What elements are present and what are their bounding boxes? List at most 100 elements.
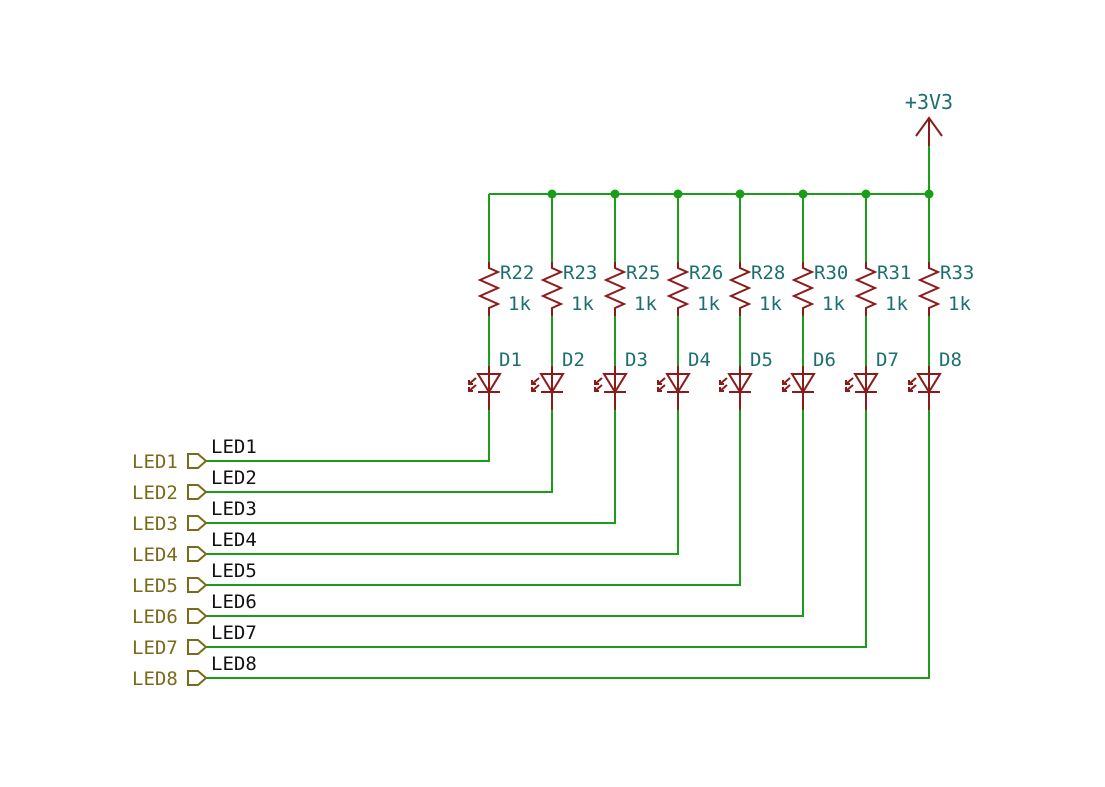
global-label-shape <box>187 639 208 655</box>
wire-led-to-label <box>206 410 741 586</box>
net-label: LED4 <box>211 529 257 551</box>
led-ref: D3 <box>625 349 648 371</box>
led-emission-arrowhead <box>468 380 473 385</box>
led-triangle <box>602 373 628 394</box>
global-label-text: LED7 <box>132 637 178 659</box>
led-emission-arrowhead <box>719 380 724 385</box>
led-emission-arrowhead <box>594 380 599 385</box>
resistor-ref: R31 <box>877 262 911 284</box>
resistor-ref: R23 <box>563 262 597 284</box>
resistor-symbol <box>540 262 564 316</box>
led-emission-arrowhead <box>845 380 850 385</box>
wire-led-to-label <box>206 410 679 555</box>
global-label-text: LED5 <box>132 575 178 597</box>
resistor-value: 1k <box>697 293 720 315</box>
resistor-symbol <box>854 262 878 316</box>
wire-led-to-label <box>206 410 616 524</box>
wire-led-to-label <box>206 410 553 493</box>
net-label: LED5 <box>211 560 257 582</box>
resistor-ref: R26 <box>689 262 723 284</box>
led-ref: D5 <box>750 349 773 371</box>
resistor-ref: R22 <box>500 262 534 284</box>
resistor-ref: R28 <box>751 262 785 284</box>
led-triangle <box>790 373 816 394</box>
resistor-value: 1k <box>571 293 594 315</box>
global-label-text: LED1 <box>132 451 178 473</box>
resistor-value: 1k <box>759 293 782 315</box>
resistor-value: 1k <box>885 293 908 315</box>
global-label-shape <box>187 453 208 469</box>
global-label-text: LED2 <box>132 482 178 504</box>
led-ref: D6 <box>813 349 836 371</box>
led-emission-arrowhead <box>531 387 536 392</box>
wire-led-to-label <box>206 410 804 617</box>
global-label-shape <box>187 577 208 593</box>
led-emission-arrowhead <box>845 387 850 392</box>
resistor-symbol <box>603 262 627 316</box>
led-emission-arrowhead <box>531 380 536 385</box>
global-label-shape <box>187 670 208 686</box>
global-label-shape <box>187 515 208 531</box>
resistor-ref: R33 <box>940 262 974 284</box>
led-ref: D1 <box>499 349 522 371</box>
led-emission-arrowhead <box>657 387 662 392</box>
resistor-symbol <box>728 262 752 316</box>
led-emission-arrowhead <box>782 387 787 392</box>
led-triangle <box>853 373 879 394</box>
wire-led-to-label <box>206 410 930 679</box>
led-ref: D4 <box>688 349 711 371</box>
led-emission-arrowhead <box>657 380 662 385</box>
net-label: LED1 <box>211 436 257 458</box>
led-emission-arrowhead <box>908 387 913 392</box>
global-label-text: LED8 <box>132 668 178 690</box>
resistor-symbol <box>917 262 941 316</box>
net-label: LED2 <box>211 467 257 489</box>
resistor-value: 1k <box>948 293 971 315</box>
global-label-shape <box>187 608 208 624</box>
power-label: +3V3 <box>905 90 953 114</box>
resistor-value: 1k <box>822 293 845 315</box>
led-emission-arrowhead <box>782 380 787 385</box>
global-label-text: LED6 <box>132 606 178 628</box>
resistor-symbol <box>477 262 501 316</box>
resistor-value: 1k <box>508 293 531 315</box>
resistor-symbol <box>666 262 690 316</box>
wire-led-to-label <box>206 410 490 462</box>
led-ref: D8 <box>939 349 962 371</box>
net-label: LED7 <box>211 622 257 644</box>
led-triangle <box>476 373 502 394</box>
led-triangle <box>665 373 691 394</box>
led-emission-arrowhead <box>908 380 913 385</box>
resistor-symbol <box>791 262 815 316</box>
resistor-ref: R30 <box>814 262 848 284</box>
resistor-value: 1k <box>634 293 657 315</box>
led-emission-arrowhead <box>468 387 473 392</box>
global-label-text: LED3 <box>132 513 178 535</box>
led-triangle <box>916 373 942 394</box>
net-label: LED3 <box>211 498 257 520</box>
resistor-ref: R25 <box>626 262 660 284</box>
power-symbol-3v3: +3V3 <box>905 90 953 146</box>
global-label-shape <box>187 484 208 500</box>
net-label: LED6 <box>211 591 257 613</box>
led-emission-arrowhead <box>594 387 599 392</box>
wire-led-to-label <box>206 410 867 648</box>
global-label-text: LED4 <box>132 544 178 566</box>
led-channels: R221kD1LED1LED1R231kD2LED2LED2R251kD3LED… <box>132 189 974 690</box>
global-label-shape <box>187 546 208 562</box>
led-triangle <box>539 373 565 394</box>
led-ref: D2 <box>562 349 585 371</box>
led-triangle <box>727 373 753 394</box>
led-ref: D7 <box>876 349 899 371</box>
net-label: LED8 <box>211 653 257 675</box>
led-emission-arrowhead <box>719 387 724 392</box>
